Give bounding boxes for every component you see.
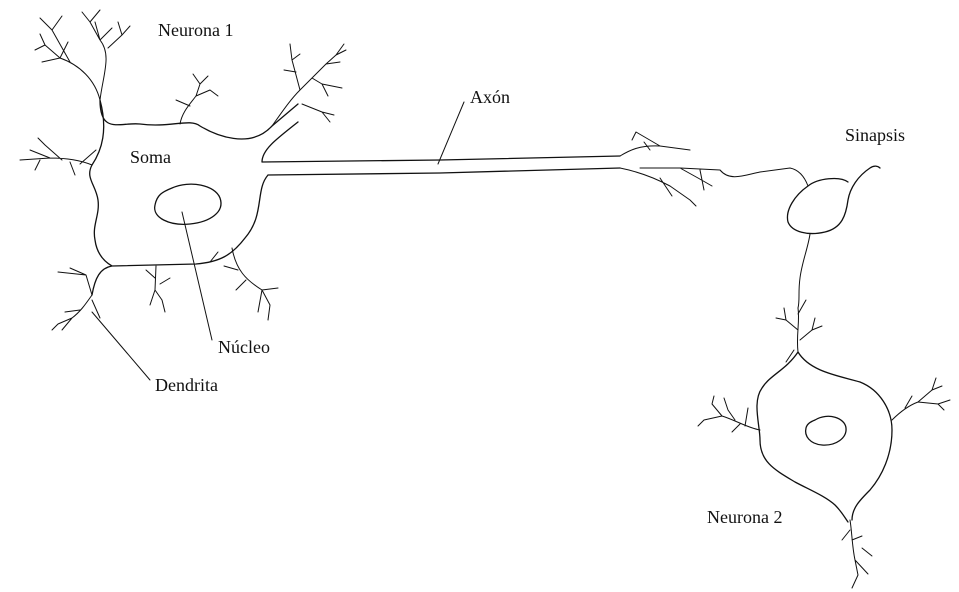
axon-to-synapse xyxy=(720,168,808,186)
neuron-1-dendrite-top-right xyxy=(272,44,346,126)
neuron-1-nucleus xyxy=(155,184,221,224)
neuron-1-dendrite-top-left xyxy=(35,10,130,100)
neuron-2-soma-outline xyxy=(757,352,892,522)
nucleus-leader-line xyxy=(182,212,212,340)
neuron-2-dendrite-bottom xyxy=(842,520,872,588)
dendrite-leader-line xyxy=(92,312,150,380)
label-nucleo: Núcleo xyxy=(218,338,270,356)
synapse-bulb xyxy=(787,166,880,233)
neuron-2-dendrite-left xyxy=(698,396,760,432)
label-axon: Axón xyxy=(470,88,510,106)
synapse-to-neuron-2 xyxy=(798,234,810,308)
neuron-1-dendrite-left xyxy=(20,138,96,175)
label-neurona-1: Neurona 1 xyxy=(158,21,233,39)
label-sinapsis: Sinapsis xyxy=(845,126,905,144)
label-soma: Soma xyxy=(130,148,171,166)
axon-leader-line xyxy=(438,102,464,164)
synapse xyxy=(787,166,880,308)
label-neurona-2: Neurona 2 xyxy=(707,508,782,526)
neuron-1-axon-terminal xyxy=(620,132,720,206)
label-dendrita: Dendrita xyxy=(155,376,218,394)
neuron-1-dendrite-top-middle xyxy=(176,74,218,124)
neuron-1-dendrite-bottom-left xyxy=(52,268,100,330)
neuron-2-dendrite-right xyxy=(892,378,950,420)
neuron-1-soma-outline xyxy=(90,100,620,295)
neuron-1 xyxy=(20,10,808,330)
neuron-2-nucleus xyxy=(806,416,846,445)
neuron-2 xyxy=(698,300,950,588)
neuron-1-dendrite-bottom-middle xyxy=(146,266,170,312)
leader-lines xyxy=(92,102,464,380)
